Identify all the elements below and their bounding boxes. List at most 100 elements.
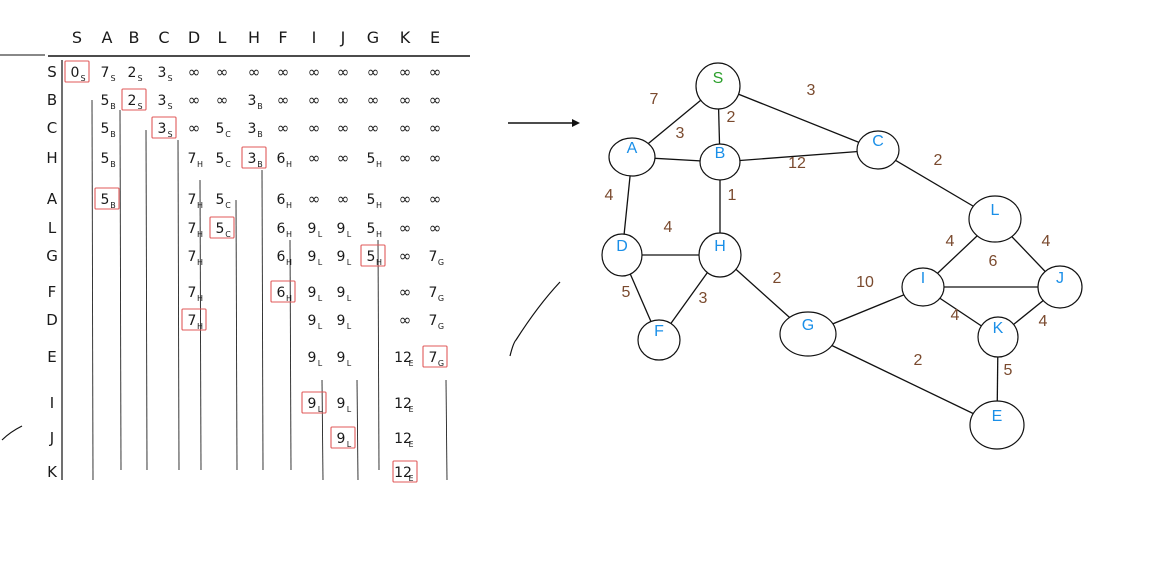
table-column-stroke — [321, 379, 324, 481]
svg-text:H: H — [376, 258, 382, 267]
table-cell: ∞ — [399, 219, 412, 237]
graph-node: F — [637, 319, 681, 361]
svg-text:H: H — [286, 258, 292, 267]
table-column-header: L — [218, 28, 227, 47]
node-label: K — [993, 320, 1004, 337]
svg-text:∞: ∞ — [216, 91, 229, 109]
graph-node: G — [779, 311, 837, 357]
svg-text:2: 2 — [128, 65, 137, 81]
svg-text:H: H — [376, 160, 382, 169]
edge-weight: 5 — [1004, 362, 1013, 379]
svg-text:S: S — [167, 130, 172, 139]
svg-text:6: 6 — [277, 151, 286, 167]
node-label: C — [872, 133, 884, 150]
node-label: G — [802, 317, 814, 334]
table-column-stroke — [235, 199, 238, 471]
visited-box — [121, 88, 147, 111]
node-label: S — [713, 70, 724, 87]
graph-node: B — [699, 143, 741, 181]
svg-text:∞: ∞ — [399, 63, 412, 81]
svg-text:∞: ∞ — [308, 190, 321, 208]
svg-text:∞: ∞ — [337, 119, 350, 137]
table-column-stroke — [261, 169, 264, 471]
svg-text:9: 9 — [308, 249, 317, 265]
table-cell: ∞ — [188, 91, 201, 109]
edge-weight: 3 — [676, 125, 685, 142]
table-column-header: B — [129, 28, 140, 47]
svg-text:∞: ∞ — [277, 91, 290, 109]
svg-text:∞: ∞ — [429, 190, 442, 208]
svg-text:∞: ∞ — [429, 219, 442, 237]
svg-text:5: 5 — [367, 192, 376, 208]
edge-weight: 3 — [807, 82, 816, 99]
svg-text:5: 5 — [367, 151, 376, 167]
table-column-stroke — [119, 109, 122, 471]
table-column-header: F — [278, 28, 287, 47]
table-cell: ∞ — [337, 190, 350, 208]
svg-text:9: 9 — [337, 221, 346, 237]
svg-text:∞: ∞ — [399, 311, 412, 329]
svg-text:L: L — [347, 230, 352, 239]
table-cell: ∞ — [277, 119, 290, 137]
svg-text:9: 9 — [308, 396, 317, 412]
table-cell: ∞ — [337, 91, 350, 109]
graph-node: K — [977, 316, 1019, 358]
edge-weight: 4 — [951, 307, 960, 324]
svg-text:C: C — [225, 201, 231, 210]
svg-text:S: S — [110, 74, 115, 83]
table-cell: ∞ — [399, 63, 412, 81]
svg-text:S: S — [80, 74, 85, 83]
svg-text:∞: ∞ — [399, 190, 412, 208]
svg-text:B: B — [257, 102, 263, 111]
visited-box — [392, 460, 418, 483]
graph-node: E — [969, 400, 1025, 450]
svg-text:E: E — [408, 474, 413, 483]
table-cell: ∞ — [367, 91, 380, 109]
svg-text:L: L — [318, 258, 323, 267]
node-label: E — [992, 408, 1003, 425]
visited-box — [94, 187, 120, 210]
table-cell: ∞ — [399, 190, 412, 208]
edge-weight: 7 — [650, 91, 659, 108]
edge-weight: 5 — [622, 284, 631, 301]
table-cell: ∞ — [429, 63, 442, 81]
visited-box — [270, 280, 296, 303]
svg-text:H: H — [376, 201, 382, 210]
svg-text:∞: ∞ — [188, 91, 201, 109]
svg-text:G: G — [438, 359, 444, 368]
svg-text:∞: ∞ — [399, 119, 412, 137]
svg-text:9: 9 — [337, 313, 346, 329]
svg-text:B: B — [110, 102, 116, 111]
graph-edge — [717, 85, 879, 151]
visited-box — [64, 60, 90, 83]
table-cell: ∞ — [308, 63, 321, 81]
svg-text:H: H — [197, 294, 203, 303]
svg-text:∞: ∞ — [188, 63, 201, 81]
svg-text:∞: ∞ — [367, 119, 380, 137]
table-column-header: A — [102, 28, 113, 47]
table-column-header: H — [248, 28, 260, 47]
edge-weight: 2 — [727, 109, 736, 126]
svg-text:B: B — [257, 130, 263, 139]
edge-weight: 3 — [699, 290, 708, 307]
table-column-header: E — [430, 28, 440, 47]
table-cell: ∞ — [308, 119, 321, 137]
svg-text:9: 9 — [337, 431, 346, 447]
graph-node: L — [968, 195, 1022, 243]
svg-text:12: 12 — [394, 465, 412, 481]
table-column-header: I — [312, 28, 317, 47]
table-cell: ∞ — [308, 190, 321, 208]
svg-text:9: 9 — [337, 249, 346, 265]
